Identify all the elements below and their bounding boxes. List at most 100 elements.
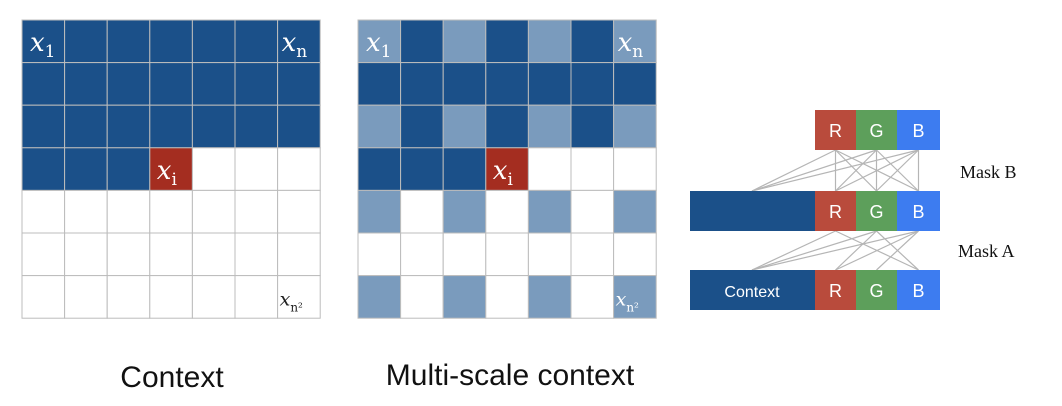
top-b-block <box>897 110 940 150</box>
grid-cell <box>357 62 402 106</box>
bottom-b-label: B <box>912 281 924 301</box>
connection-line <box>751 149 877 192</box>
grid-cell <box>570 104 615 149</box>
grid-cell <box>613 19 657 64</box>
grid-cell <box>277 62 321 106</box>
grid-cell <box>570 275 615 319</box>
multiscale-caption: Multi-scale context <box>386 359 635 392</box>
grid-cell <box>613 147 657 191</box>
bottom-context-block <box>690 270 815 310</box>
middle-b-block <box>897 191 940 231</box>
grid-cell <box>106 147 151 191</box>
grid-cell <box>149 189 193 234</box>
grid-cell <box>277 19 321 64</box>
grid-cell <box>21 19 66 64</box>
grid-cell <box>485 232 529 277</box>
connection-line <box>751 230 919 271</box>
grid-cell <box>485 147 529 191</box>
grid-cell <box>191 147 236 191</box>
grid-cell <box>191 19 236 64</box>
grid-cell <box>21 275 66 319</box>
label-xn: xn <box>618 28 644 62</box>
grid-cell <box>191 275 236 319</box>
grid-cell <box>149 104 193 149</box>
grid-cell <box>234 189 279 234</box>
grid-cell <box>485 19 529 64</box>
label-xi: xi <box>493 156 514 190</box>
grid-cell <box>64 189 108 234</box>
bottom-g-block <box>856 270 897 310</box>
grid-cell <box>21 232 66 277</box>
grid-cell <box>570 62 615 106</box>
connection-line <box>876 149 919 192</box>
grid-cell <box>442 104 487 149</box>
grid-cell <box>570 189 615 234</box>
grid-cell <box>64 147 108 191</box>
grid-cell <box>277 147 321 191</box>
grid-cell <box>442 232 487 277</box>
grid-cell <box>64 19 108 64</box>
top-r-block <box>815 110 856 150</box>
grid-cell <box>21 189 66 234</box>
grid-cell <box>400 275 444 319</box>
grid-cell <box>21 147 66 191</box>
grid-cell <box>277 189 321 234</box>
grid-cell <box>442 19 487 64</box>
middle-channel-row: R G B <box>690 191 940 231</box>
grid-cell <box>400 62 444 106</box>
grid-cell <box>234 232 279 277</box>
grid-cell <box>400 19 444 64</box>
grid-cell <box>400 189 444 234</box>
grid-cell <box>277 275 321 319</box>
grid-cell <box>442 275 487 319</box>
grid-cell <box>106 232 151 277</box>
grid-cell <box>442 147 487 191</box>
connection-line <box>835 149 877 192</box>
grid-cell <box>149 275 193 319</box>
grid-cell <box>106 19 151 64</box>
grid-cell <box>149 62 193 106</box>
bottom-r-label: R <box>829 281 842 301</box>
grid-cell <box>613 275 657 319</box>
grid-cell <box>400 104 444 149</box>
grid-cell <box>234 19 279 64</box>
bottom-b-block <box>897 270 940 310</box>
grid-cell <box>234 147 279 191</box>
grid-cell <box>234 62 279 106</box>
grid-cell <box>64 104 108 149</box>
bottom-context-label: Context <box>724 284 780 301</box>
middle-r-block <box>815 191 856 231</box>
grid-cell <box>613 189 657 234</box>
grid-cell <box>191 189 236 234</box>
grid-cell <box>64 275 108 319</box>
top-g-label: G <box>869 121 883 141</box>
grid-cell <box>21 104 66 149</box>
grid-cell <box>400 232 444 277</box>
grid-cell <box>613 62 657 106</box>
grid-cell <box>570 19 615 64</box>
label-xn2: xn² <box>280 289 303 315</box>
grid-cell <box>64 62 108 106</box>
grid-cell <box>485 104 529 149</box>
grid-cell <box>442 189 487 234</box>
grid-cell <box>613 232 657 277</box>
connection-line <box>751 230 836 271</box>
grid-cell <box>149 19 193 64</box>
grid-cell <box>234 275 279 319</box>
grid-cell <box>106 104 151 149</box>
middle-g-label: G <box>869 202 883 222</box>
grid-cell <box>191 62 236 106</box>
mask-connections <box>751 149 920 271</box>
connection-line <box>835 149 919 192</box>
grid-cell <box>357 104 402 149</box>
label-xn: xn <box>282 28 308 62</box>
middle-r-label: R <box>829 202 842 222</box>
grid-cell <box>234 104 279 149</box>
grid-cell <box>277 232 321 277</box>
grid-cell <box>527 189 572 234</box>
grid-cell <box>357 147 402 191</box>
top-b-label: B <box>912 121 924 141</box>
